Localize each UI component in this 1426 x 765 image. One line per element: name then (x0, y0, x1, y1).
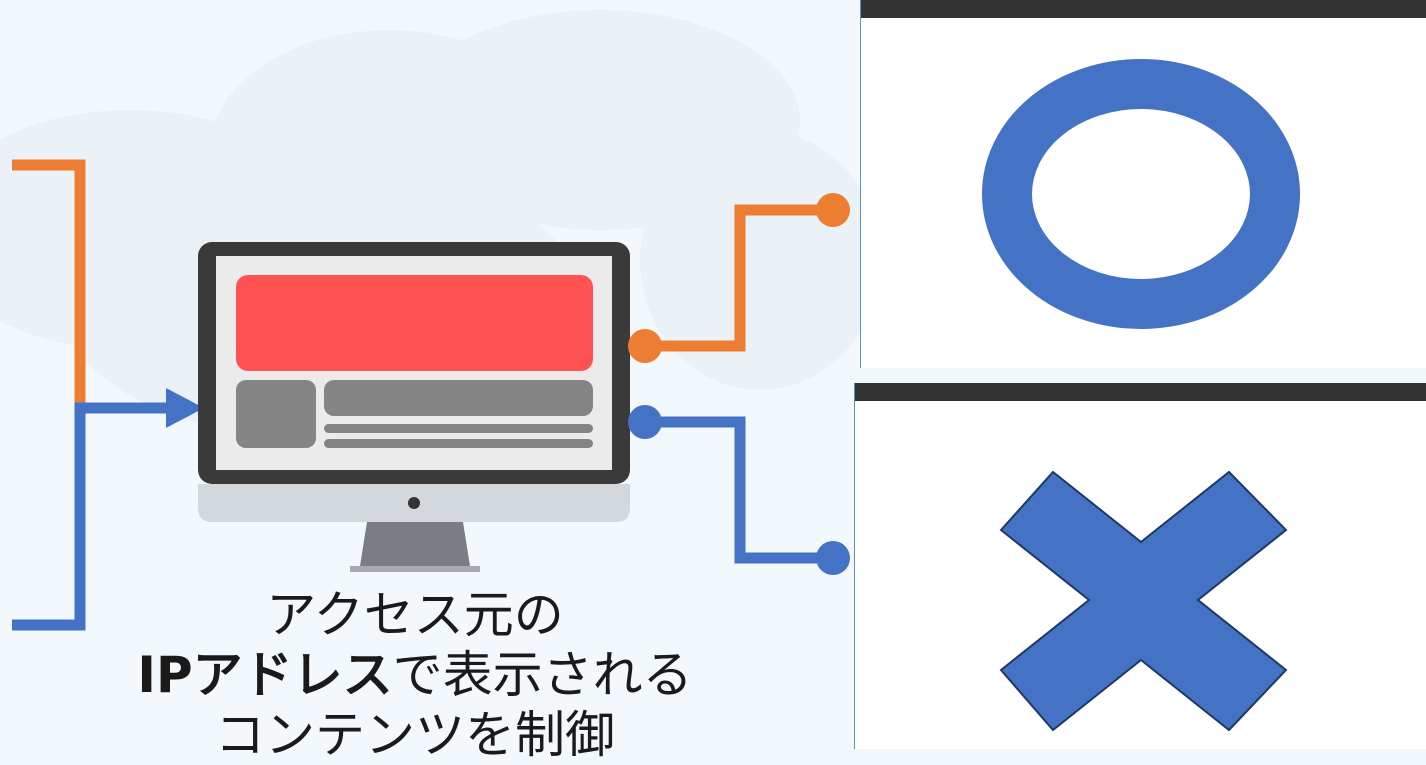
screen-text-line (324, 424, 593, 433)
orange-output-connector (646, 204, 830, 352)
blue-input-bracket (12, 402, 172, 631)
diagram-caption: アクセス元の IPアドレスで表示される コンテンツを制御 (100, 585, 730, 765)
screen-banner (236, 275, 593, 371)
caption-line-1: アクセス元の (266, 586, 564, 644)
caption-line-3: コンテンツを制御 (215, 706, 615, 764)
circle-ok-icon (982, 59, 1300, 329)
blue-output-connector (646, 416, 830, 564)
screen-text-line (324, 439, 593, 448)
orange-connector-dot-end (816, 193, 850, 227)
monitor-power-dot (408, 497, 420, 509)
blue-arrowhead-icon (166, 388, 204, 428)
monitor-base (350, 566, 480, 572)
caption-line-2-rest: で表示される (392, 646, 693, 704)
allowed-result-panel (860, 0, 1426, 368)
caption-ip-address: IPアドレス (137, 646, 393, 704)
screen-headline-bar (324, 380, 593, 416)
monitor-stand (360, 522, 470, 566)
denied-result-panel (854, 383, 1426, 749)
orange-input-bracket (12, 159, 86, 408)
caption-line-2: IPアドレスで表示される (100, 645, 730, 705)
cross-ng-icon (999, 470, 1288, 732)
monitor-icon (198, 242, 630, 572)
screen-thumbnail (236, 380, 316, 448)
orange-connector-dot-start (628, 329, 662, 363)
blue-connector-dot-start (628, 405, 662, 439)
blue-connector-dot-end (816, 541, 850, 575)
